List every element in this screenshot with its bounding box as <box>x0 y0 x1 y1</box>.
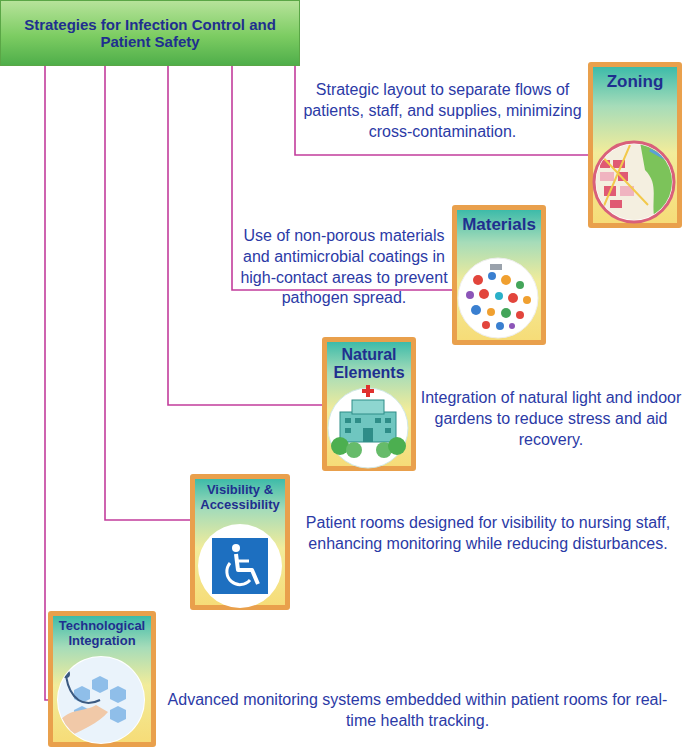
category-heading: Visibility & Accessibility <box>199 483 281 513</box>
description-text: Use of non-porous materials and antimicr… <box>238 226 450 309</box>
category-box: Visibility & Accessibility <box>190 474 290 610</box>
connector-line <box>295 66 588 155</box>
category-heading: Natural Elements <box>331 346 407 383</box>
title-box: Strategies for Infection Control and Pat… <box>0 0 300 66</box>
connector-line <box>105 66 190 520</box>
connector-line <box>45 66 48 700</box>
category-heading: Technological Integration <box>56 619 148 649</box>
category-box: Natural Elements <box>322 337 416 471</box>
description-text: Advanced monitoring systems embedded wit… <box>160 690 675 732</box>
category-heading: Zoning <box>598 72 672 92</box>
description-text: Strategic layout to separate flows of pa… <box>300 80 585 142</box>
category-box: Zoning <box>588 62 682 228</box>
category-box: Technological Integration <box>48 611 156 747</box>
description-text: Integration of natural light and indoor … <box>420 388 682 450</box>
category-heading: Materials <box>462 215 536 235</box>
category-box: Materials <box>452 205 546 345</box>
description-text: Patient rooms designed for visibility to… <box>296 513 680 555</box>
diagram-title: Strategies for Infection Control and Pat… <box>9 16 291 51</box>
